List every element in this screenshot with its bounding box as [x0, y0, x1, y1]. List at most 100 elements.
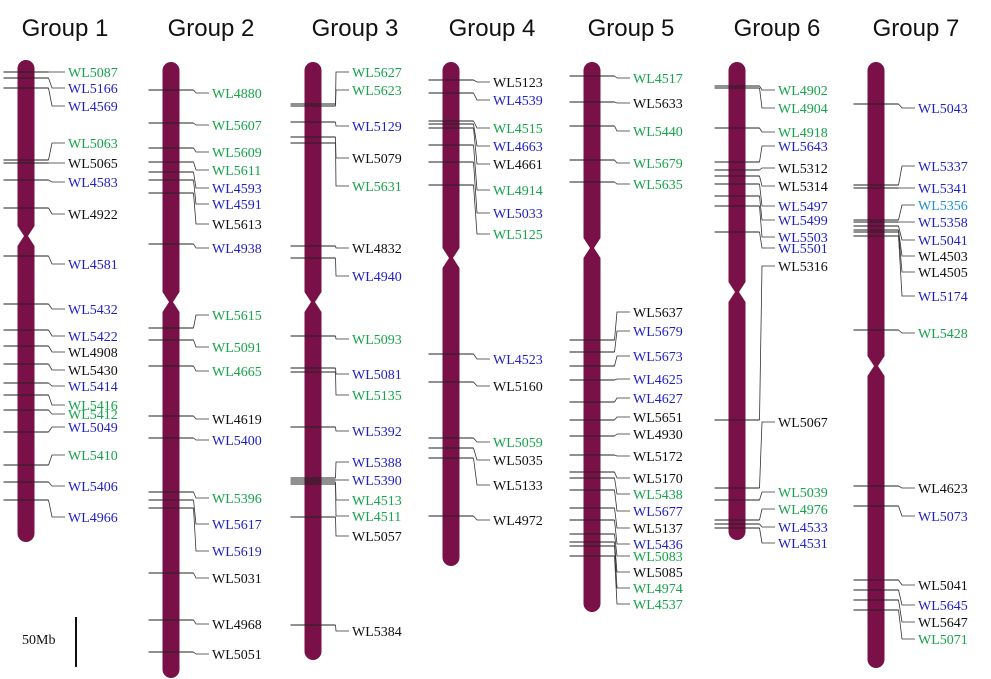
group-6: Group 6WL4902WL4904WL4918WL5643WL5312WL5…	[714, 15, 828, 552]
marker-label: WL5635	[633, 178, 683, 193]
marker-leader	[898, 231, 915, 273]
marker-leader	[759, 195, 775, 221]
marker-label: WL5607	[212, 119, 262, 134]
marker-label: WL5172	[633, 450, 683, 465]
marker-leader	[193, 507, 209, 552]
marker-leader	[335, 257, 349, 277]
group-4: Group 4WL5123WL4539WL4515WL4663WL4661WL4…	[428, 15, 543, 567]
group-5: Group 5WL4517WL5633WL5440WL5679WL5635WL5…	[569, 15, 683, 613]
marker-label: WL5358	[918, 216, 968, 231]
marker-label: WL5637	[633, 306, 683, 321]
chromosome	[867, 62, 885, 669]
marker-label: WL4918	[778, 126, 828, 141]
chromosome	[442, 62, 460, 567]
marker-leader	[759, 183, 775, 207]
marker-leader	[335, 89, 349, 107]
marker-leader	[193, 192, 209, 225]
marker-leader	[48, 382, 65, 387]
marker-label: WL5041	[918, 234, 968, 249]
marker-label: WL5170	[633, 472, 683, 487]
marker-label: WL5501	[778, 242, 828, 257]
marker-leader	[614, 101, 630, 104]
marker-leader	[614, 433, 630, 437]
marker-label: WL4505	[918, 266, 968, 281]
marker-label: WL5174	[918, 290, 968, 305]
marker-label: WL5314	[778, 180, 828, 195]
marker-label: WL5432	[68, 303, 118, 318]
marker-leader	[898, 204, 915, 221]
marker-label: WL5633	[633, 97, 683, 112]
marker-leader	[335, 121, 349, 127]
group-title: Group 4	[449, 15, 536, 42]
marker-label: WL5083	[633, 550, 683, 565]
marker-label: WL5137	[633, 522, 683, 537]
marker-leader	[48, 499, 65, 518]
marker-leader	[48, 363, 65, 371]
marker-leader	[48, 426, 65, 433]
marker-label: WL4663	[493, 140, 543, 155]
marker-label: WL5392	[352, 425, 402, 440]
marker-leader	[473, 184, 490, 235]
marker-leader	[614, 397, 630, 403]
marker-label: WL4623	[918, 482, 968, 497]
marker-label: WL5316	[778, 260, 828, 275]
marker-leader	[335, 461, 349, 479]
marker-leader	[193, 619, 209, 625]
marker-leader	[759, 85, 775, 91]
marker-leader	[48, 87, 65, 107]
marker-label: WL5499	[778, 214, 828, 229]
marker-leader	[335, 426, 349, 432]
marker-leader	[614, 555, 630, 605]
marker-leader	[48, 481, 65, 487]
marker-label: WL5033	[493, 207, 543, 222]
marker-leader	[473, 161, 490, 214]
marker-label: WL4581	[68, 258, 118, 273]
marker-label: WL5645	[918, 599, 968, 614]
marker-label: WL5085	[633, 566, 683, 581]
marker-leader	[759, 421, 775, 489]
marker-label: WL5414	[68, 380, 118, 395]
marker-label: WL4619	[212, 413, 262, 428]
scale-bar: 50Mb	[22, 617, 77, 667]
marker-label: WL5647	[918, 616, 968, 631]
marker-leader	[614, 507, 630, 529]
marker-label: WL4968	[212, 618, 262, 633]
marker-leader	[614, 181, 630, 185]
marker-label: WL4513	[352, 494, 402, 509]
marker-label: WL5341	[918, 182, 968, 197]
marker-label: WL5497	[778, 200, 828, 215]
marker-leader	[759, 508, 775, 521]
marker-leader	[614, 489, 630, 512]
group-1: Group 1WL5087WL5166WL4569WL5063WL5065WL4…	[3, 15, 118, 542]
marker-leader	[614, 545, 630, 589]
marker-leader	[614, 311, 630, 341]
marker-label: WL4904	[778, 102, 828, 117]
marker-label: WL4511	[352, 510, 401, 525]
marker-label: WL5503	[778, 231, 828, 246]
marker-leader	[48, 77, 65, 89]
marker-label: WL4533	[778, 521, 828, 536]
marker-leader	[193, 339, 209, 348]
marker-label: WL5091	[212, 341, 262, 356]
marker-label: WL5071	[918, 633, 968, 648]
chromosome	[728, 62, 746, 541]
marker-leader	[335, 371, 349, 396]
marker-label: WL4832	[352, 242, 402, 257]
chromosome	[583, 62, 601, 613]
marker-leader	[898, 229, 915, 257]
chromosome	[304, 62, 322, 661]
group-title: Group 2	[168, 15, 255, 42]
marker-label: WL5412	[68, 408, 118, 423]
marker-label: WL4665	[212, 365, 262, 380]
marker-label: WL4661	[493, 158, 543, 173]
marker-label: WL5035	[493, 454, 543, 469]
marker-label: WL5416	[68, 399, 118, 414]
scale-bar-label: 50Mb	[22, 633, 55, 648]
group-title: Group 6	[734, 15, 821, 42]
marker-label: WL5609	[212, 146, 262, 161]
marker-leader	[335, 483, 349, 517]
marker-label: WL5049	[68, 421, 118, 436]
marker-label: WL5135	[352, 389, 402, 404]
marker-leader	[614, 355, 630, 367]
marker-leader	[193, 491, 209, 499]
